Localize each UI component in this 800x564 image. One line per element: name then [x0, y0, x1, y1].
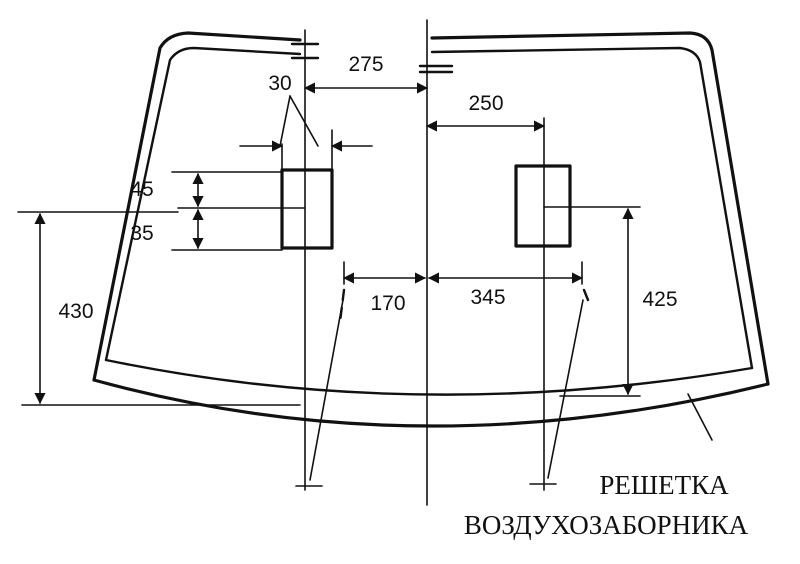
right-mount-rectangle [514, 164, 572, 248]
dimension-35: 35 [130, 222, 153, 245]
dimension-430: 430 [58, 300, 93, 323]
dimension-250: 250 [468, 92, 503, 115]
dimension-170: 170 [370, 292, 405, 315]
caption-line-1: РЕШЕТКА [599, 470, 729, 500]
grille-leader-line [687, 393, 713, 441]
dimension-45: 45 [130, 178, 153, 201]
left-mount-rectangle [280, 168, 334, 250]
windshield-outline [92, 31, 770, 428]
dimension-30: 30 [268, 72, 291, 95]
dimension-425: 425 [642, 288, 677, 311]
caption-line-2: ВОЗДУХОЗАБОРНИКА [464, 510, 749, 540]
dimension-275: 275 [348, 53, 383, 76]
dimension-345: 345 [470, 286, 505, 309]
